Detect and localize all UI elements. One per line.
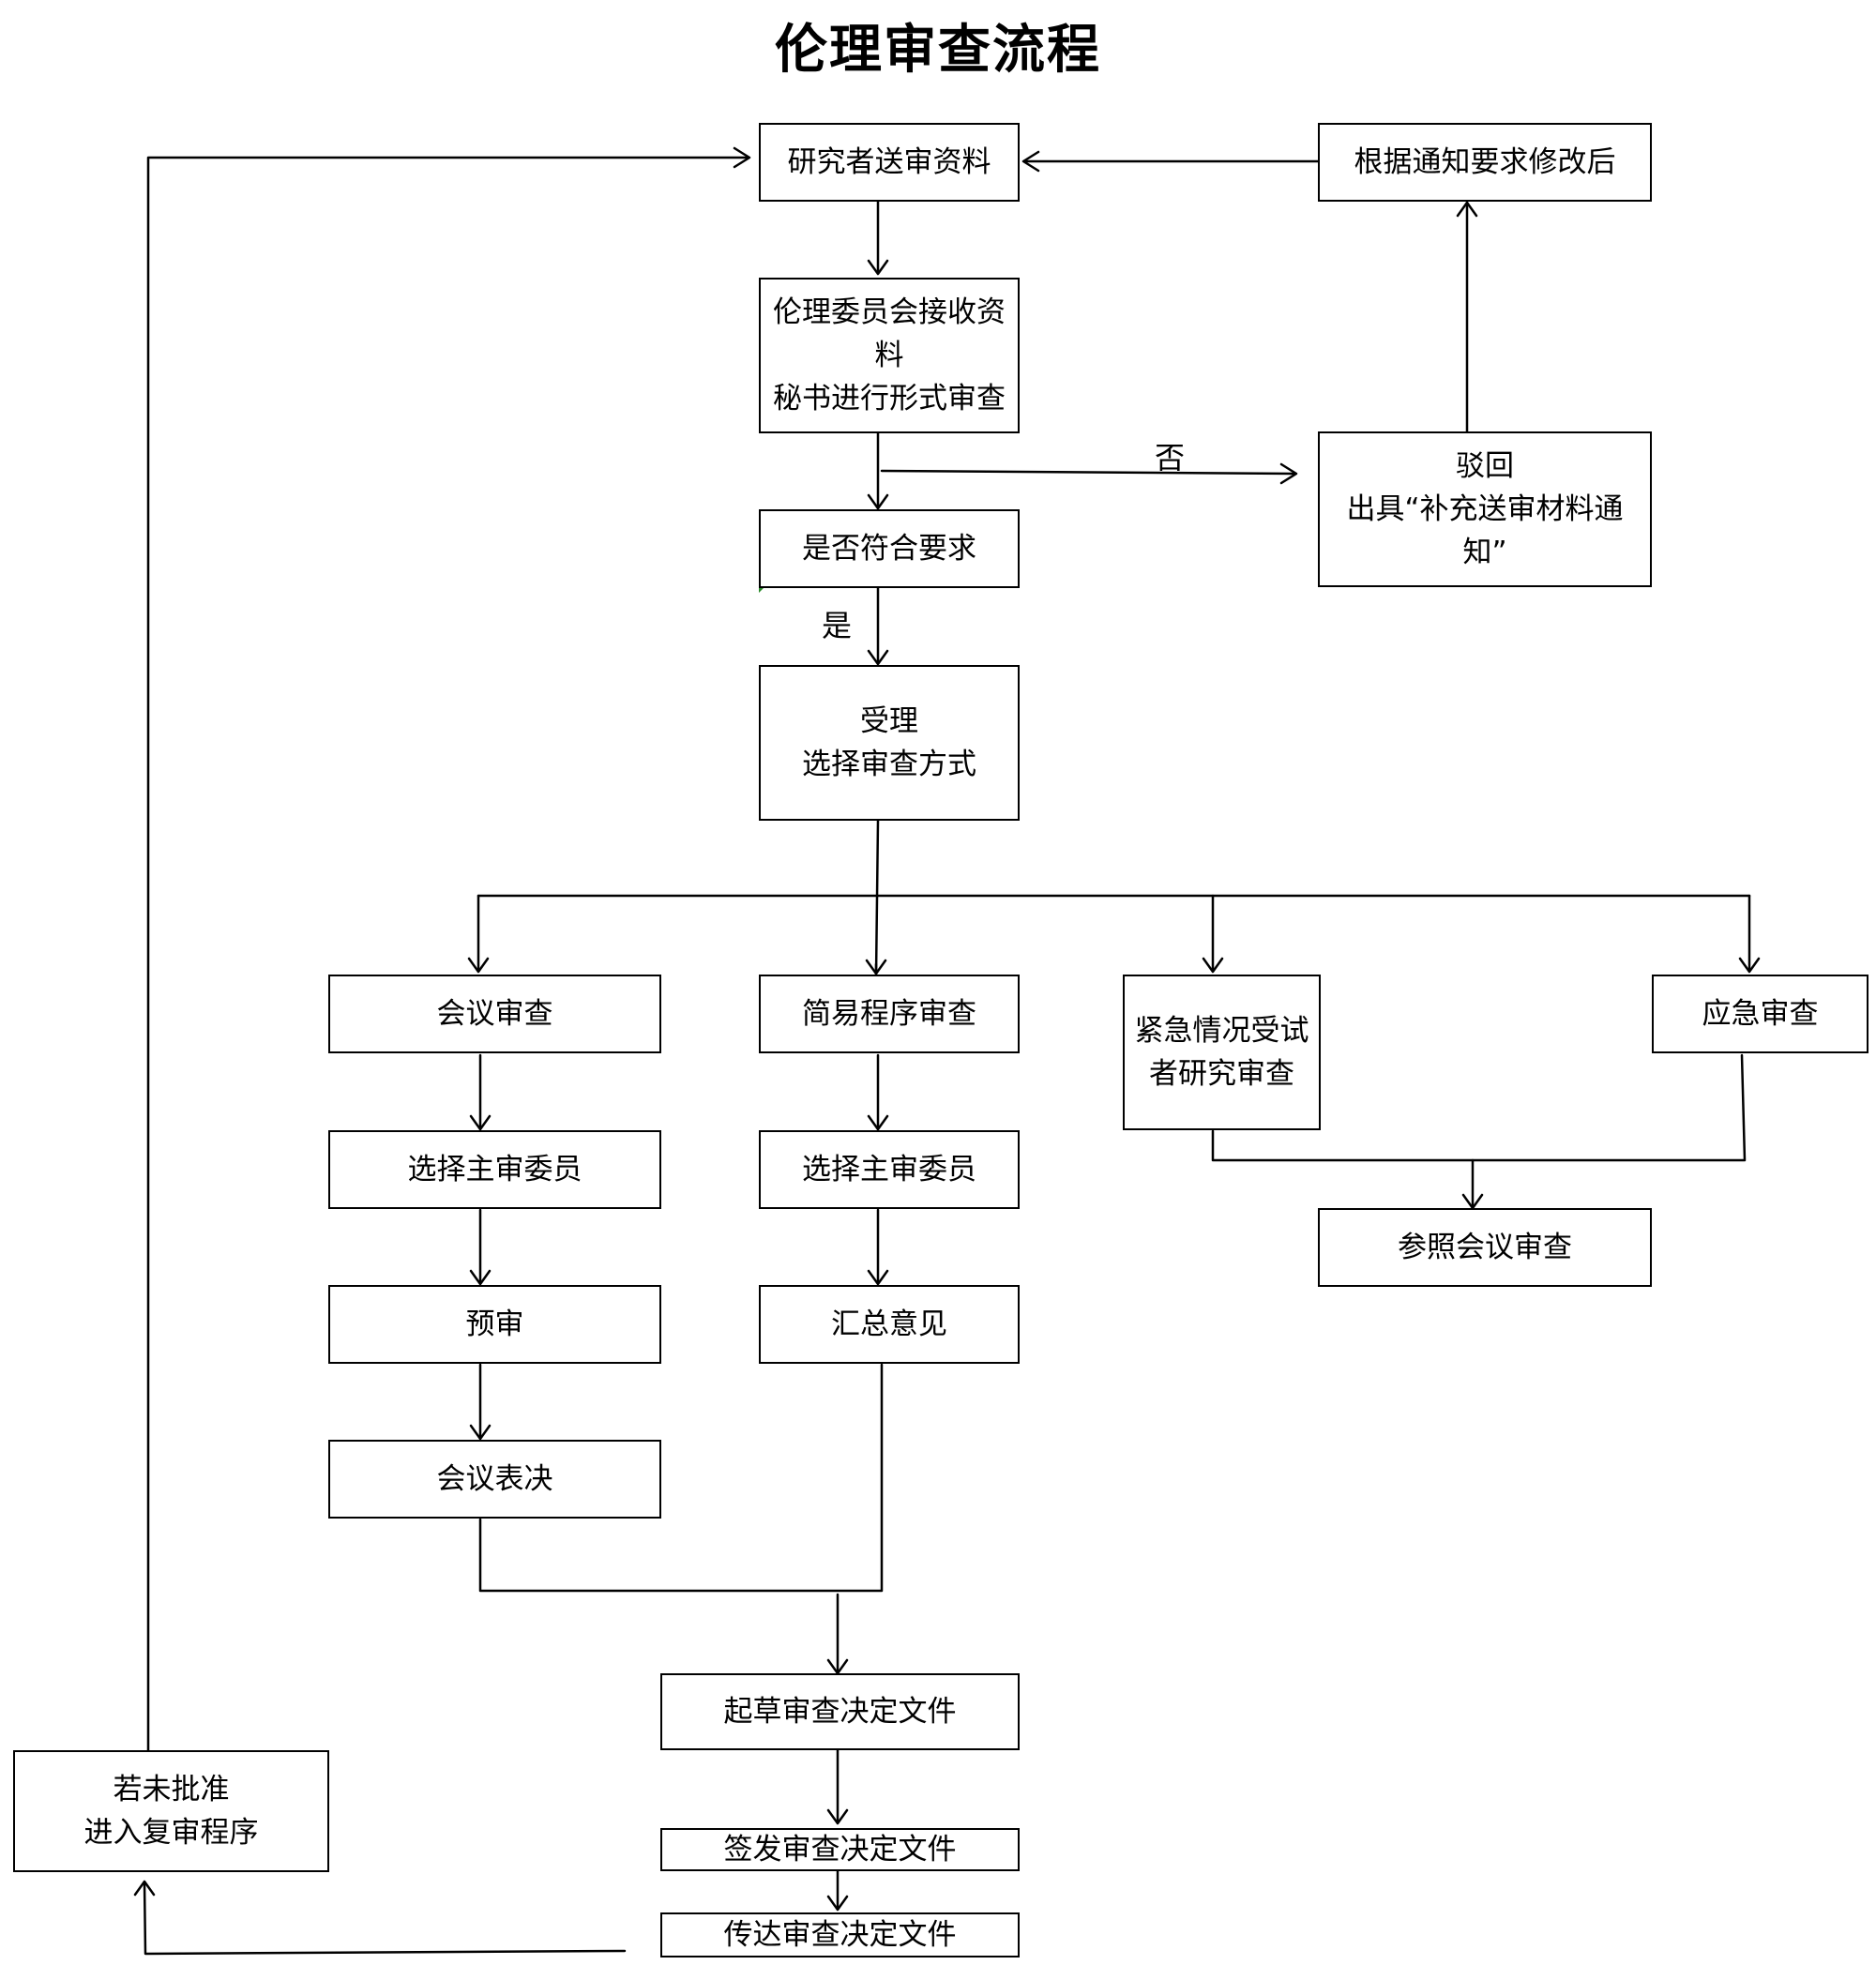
node-vote: 会议表决 — [328, 1440, 661, 1519]
node-draft: 起草审查决定文件 — [660, 1673, 1020, 1750]
node-deliver-label: 传达审查决定文件 — [723, 1918, 957, 1952]
node-summarize: 汇总意见 — [759, 1285, 1020, 1364]
node-pre-review: 预审 — [328, 1285, 661, 1364]
node-refer-meeting: 参照会议审查 — [1318, 1208, 1652, 1287]
node-urgent-review-label: 应急审查 — [1702, 997, 1819, 1031]
edge-accept-branch — [874, 819, 880, 977]
node-vote-label: 会议表决 — [436, 1462, 553, 1496]
page-title: 伦理审查流程 — [775, 19, 1101, 81]
node-submit-label: 研究者送审资料 — [787, 145, 991, 179]
node-select-member-1: 选择主审委员 — [328, 1130, 661, 1209]
edge-merge-draft — [478, 1363, 884, 1593]
node-reject-label: 驳回 出具“补充送审材料通 知” — [1346, 449, 1624, 569]
node-re-review-label: 若未批准 进入复审程序 — [83, 1773, 259, 1850]
node-revise: 根据通知要求修改后 — [1318, 123, 1652, 202]
node-check: 是否符合要求 — [759, 509, 1020, 588]
node-check-label: 是否符合要求 — [802, 532, 976, 566]
node-draft-label: 起草审查决定文件 — [723, 1695, 957, 1729]
node-re-review: 若未批准 进入复审程序 — [13, 1750, 329, 1872]
node-emergency-subject-label: 紧急情况受试 者研究审查 — [1134, 1014, 1309, 1091]
node-accept: 受理 选择审查方式 — [759, 665, 1020, 821]
edge-label-no: 否 — [1155, 440, 1186, 476]
node-urgent-review: 应急审查 — [1652, 975, 1868, 1053]
node-meeting-review-label: 会议审查 — [436, 997, 553, 1031]
node-sign: 签发审查决定文件 — [660, 1828, 1020, 1871]
node-revise-label: 根据通知要求修改后 — [1354, 145, 1616, 179]
node-select-member-1-label: 选择主审委员 — [407, 1153, 582, 1187]
node-sign-label: 签发审查决定文件 — [723, 1833, 957, 1867]
node-accept-label: 受理 选择审查方式 — [802, 704, 976, 781]
node-submit: 研究者送审资料 — [759, 123, 1020, 202]
node-simple-review: 简易程序审查 — [759, 975, 1020, 1053]
node-emergency-subject: 紧急情况受试 者研究审查 — [1123, 975, 1321, 1130]
node-meeting-review: 会议审查 — [328, 975, 661, 1053]
node-simple-review-label: 简易程序审查 — [802, 997, 976, 1031]
edge-emergency-refer — [1211, 1053, 1747, 1162]
edge-rereview-submit — [146, 156, 749, 1752]
node-receive: 伦理委员会接收资 料 秘书进行形式审查 — [759, 278, 1020, 433]
edge-deliver-rereview — [143, 1881, 627, 1956]
node-deliver: 传达审查决定文件 — [660, 1912, 1020, 1957]
edge-label-yes: 是 — [822, 608, 853, 643]
node-pre-review-label: 预审 — [465, 1307, 524, 1341]
node-summarize-label: 汇总意见 — [831, 1307, 947, 1341]
edge-no-reject — [880, 469, 1296, 476]
node-receive-label: 伦理委员会接收资 料 秘书进行形式审查 — [773, 295, 1006, 416]
node-select-member-2: 选择主审委员 — [759, 1130, 1020, 1209]
node-refer-meeting-label: 参照会议审查 — [1398, 1231, 1572, 1264]
node-reject: 驳回 出具“补充送审材料通 知” — [1318, 431, 1652, 587]
node-select-member-2-label: 选择主审委员 — [802, 1153, 976, 1187]
